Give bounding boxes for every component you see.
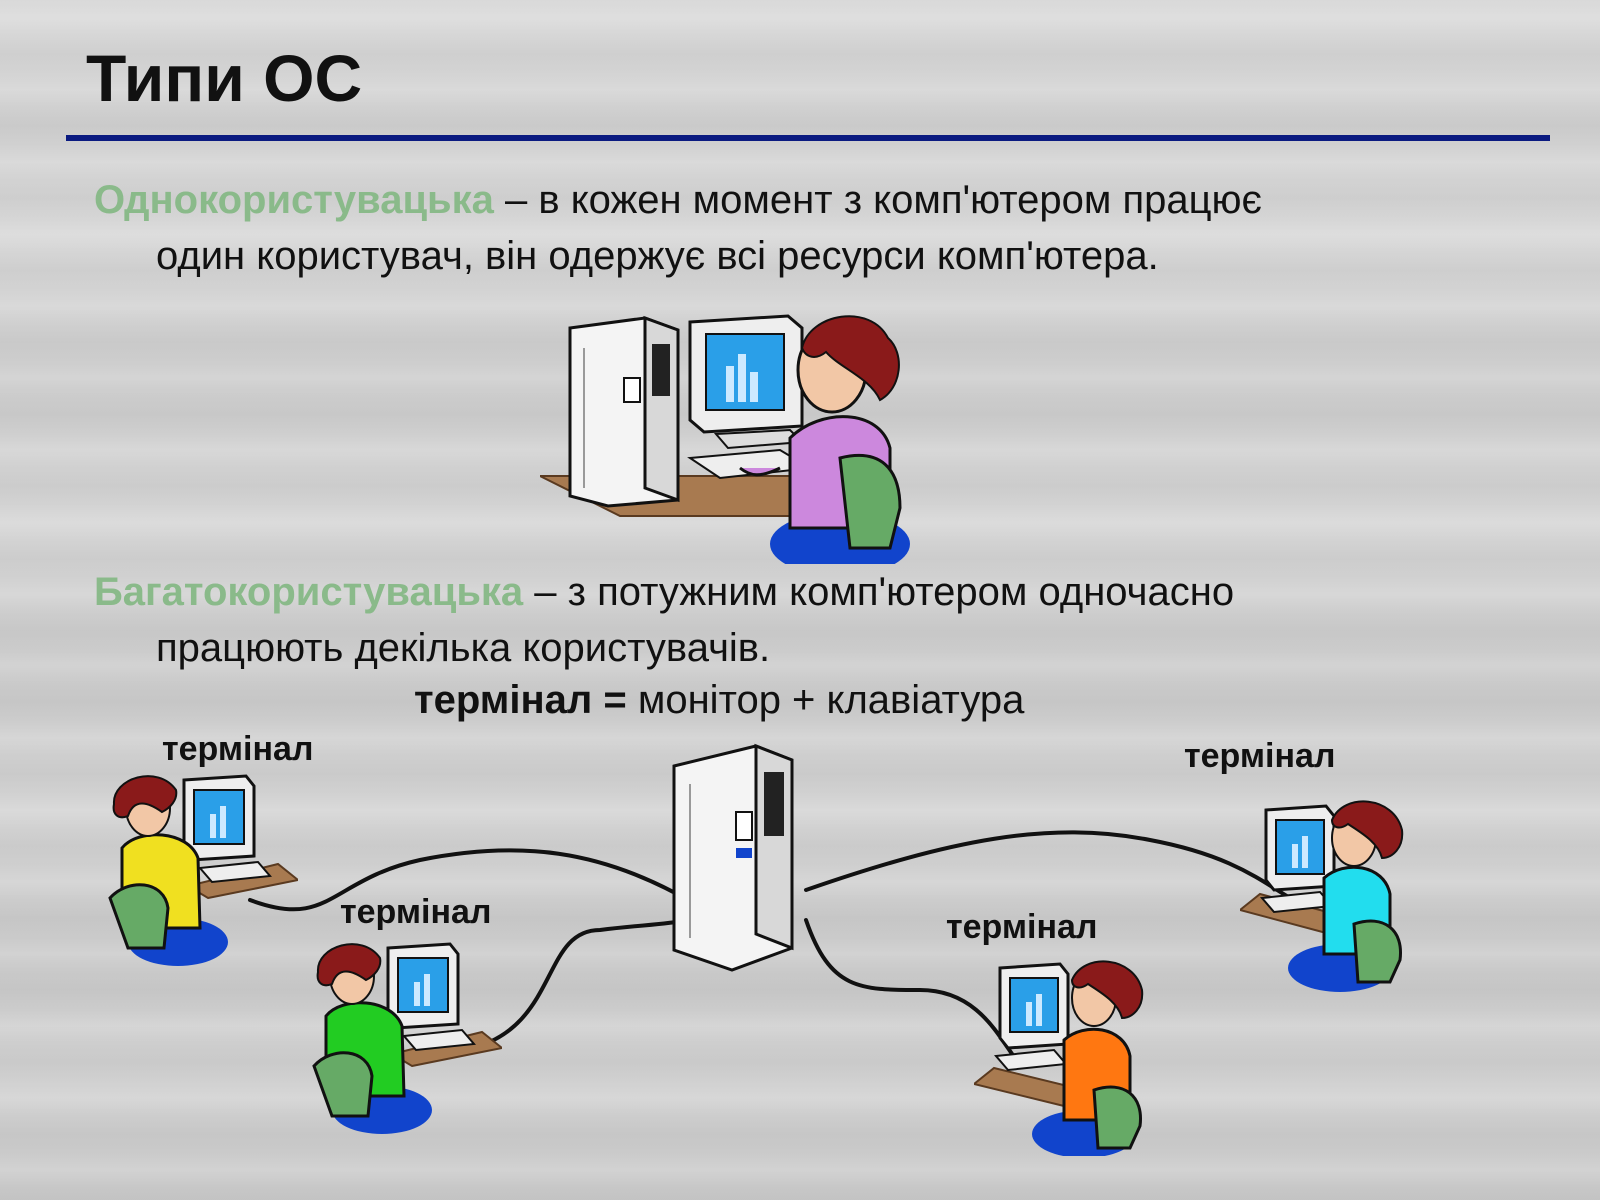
multi-user-term: Багатокористувацька xyxy=(94,570,524,614)
single-user-term: Однокористувацька xyxy=(94,178,494,222)
user-person xyxy=(739,315,910,564)
cable-2 xyxy=(463,918,692,1052)
single-user-line2: один користувач, він одержує всі ресурси… xyxy=(156,234,1159,278)
single-user-line1: – в кожен момент з комп'ютером працює xyxy=(493,178,1262,222)
terminal-workstation-2 xyxy=(312,942,502,1134)
server-tower xyxy=(672,743,794,972)
title-underline xyxy=(66,135,1550,141)
terminal-definition-term: термінал = xyxy=(414,678,627,722)
terminal-definition: термінал = монітор + клавіатура xyxy=(414,678,1024,723)
tower-pc xyxy=(568,315,680,508)
terminal-workstation-3 xyxy=(974,960,1144,1156)
terminal-label-3: термінал xyxy=(946,908,1098,946)
terminal-definition-rest: монітор + клавіатура xyxy=(626,678,1025,722)
slide-title: Типи ОС xyxy=(86,41,363,115)
monitor xyxy=(687,314,814,480)
terminal-label-4: термінал xyxy=(1184,737,1336,775)
multi-user-line2: працюють декілька користувачів. xyxy=(156,626,771,670)
multi-user-line1: – з потужним комп'ютером одночасно xyxy=(523,570,1235,614)
terminal-label-1: термінал xyxy=(162,730,314,768)
terminal-workstation-4 xyxy=(1240,800,1404,992)
terminal-label-2: термінал xyxy=(340,893,492,931)
single-user-workstation xyxy=(540,314,910,564)
single-user-paragraph: Однокористувацька – в кожен момент з ком… xyxy=(94,172,1564,284)
cable-3 xyxy=(804,830,1292,900)
terminal-workstation-1 xyxy=(108,774,298,966)
multi-user-paragraph: Багатокористувацька – з потужним комп'ют… xyxy=(94,564,1564,676)
cable-1 xyxy=(248,848,690,912)
